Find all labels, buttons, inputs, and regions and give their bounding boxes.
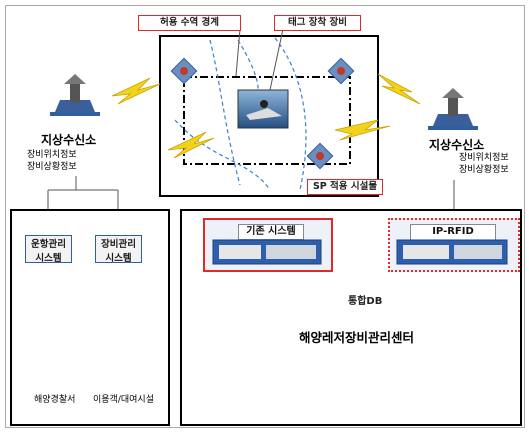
tagged-jetski-image (237, 89, 289, 129)
tag-device-label: 태그 장착 장비 (274, 15, 361, 31)
sensor-buoy-icon (170, 57, 198, 85)
coast-guard-caption: 해양경찰서 (34, 395, 76, 405)
water-current-lines (174, 37, 307, 191)
management-center-title: 해양레저장비관리센터 (299, 330, 415, 345)
integrated-db-label: 통합DB (348, 296, 383, 307)
boundary-label: 허용 수역 경계 (138, 15, 241, 31)
right-ground-station-icon (428, 88, 478, 130)
wireless-signal-icon (111, 73, 421, 159)
right-station-info-1: 장비위치정보 (459, 153, 509, 163)
left-station-title: 지상수신소 (41, 133, 97, 147)
boundary-leader (235, 28, 241, 77)
left-ground-station-icon (50, 74, 100, 116)
sensor-buoy-icon (306, 142, 334, 170)
left-station-info-2: 장비상황정보 (27, 162, 77, 172)
users-caption: 이용객/대여시설 (93, 395, 154, 405)
right-station-info-2: 장비상황정보 (459, 165, 509, 175)
facility-label: SP 적용 시설물 (307, 179, 383, 195)
left-station-info-1: 장비위치정보 (27, 150, 77, 160)
tag-leader (269, 28, 284, 91)
allowed-boundary-rect (183, 76, 351, 165)
sensor-buoy-icon (327, 57, 355, 85)
right-station-title: 지상수신소 (429, 138, 485, 152)
diagram-frame (5, 5, 525, 428)
